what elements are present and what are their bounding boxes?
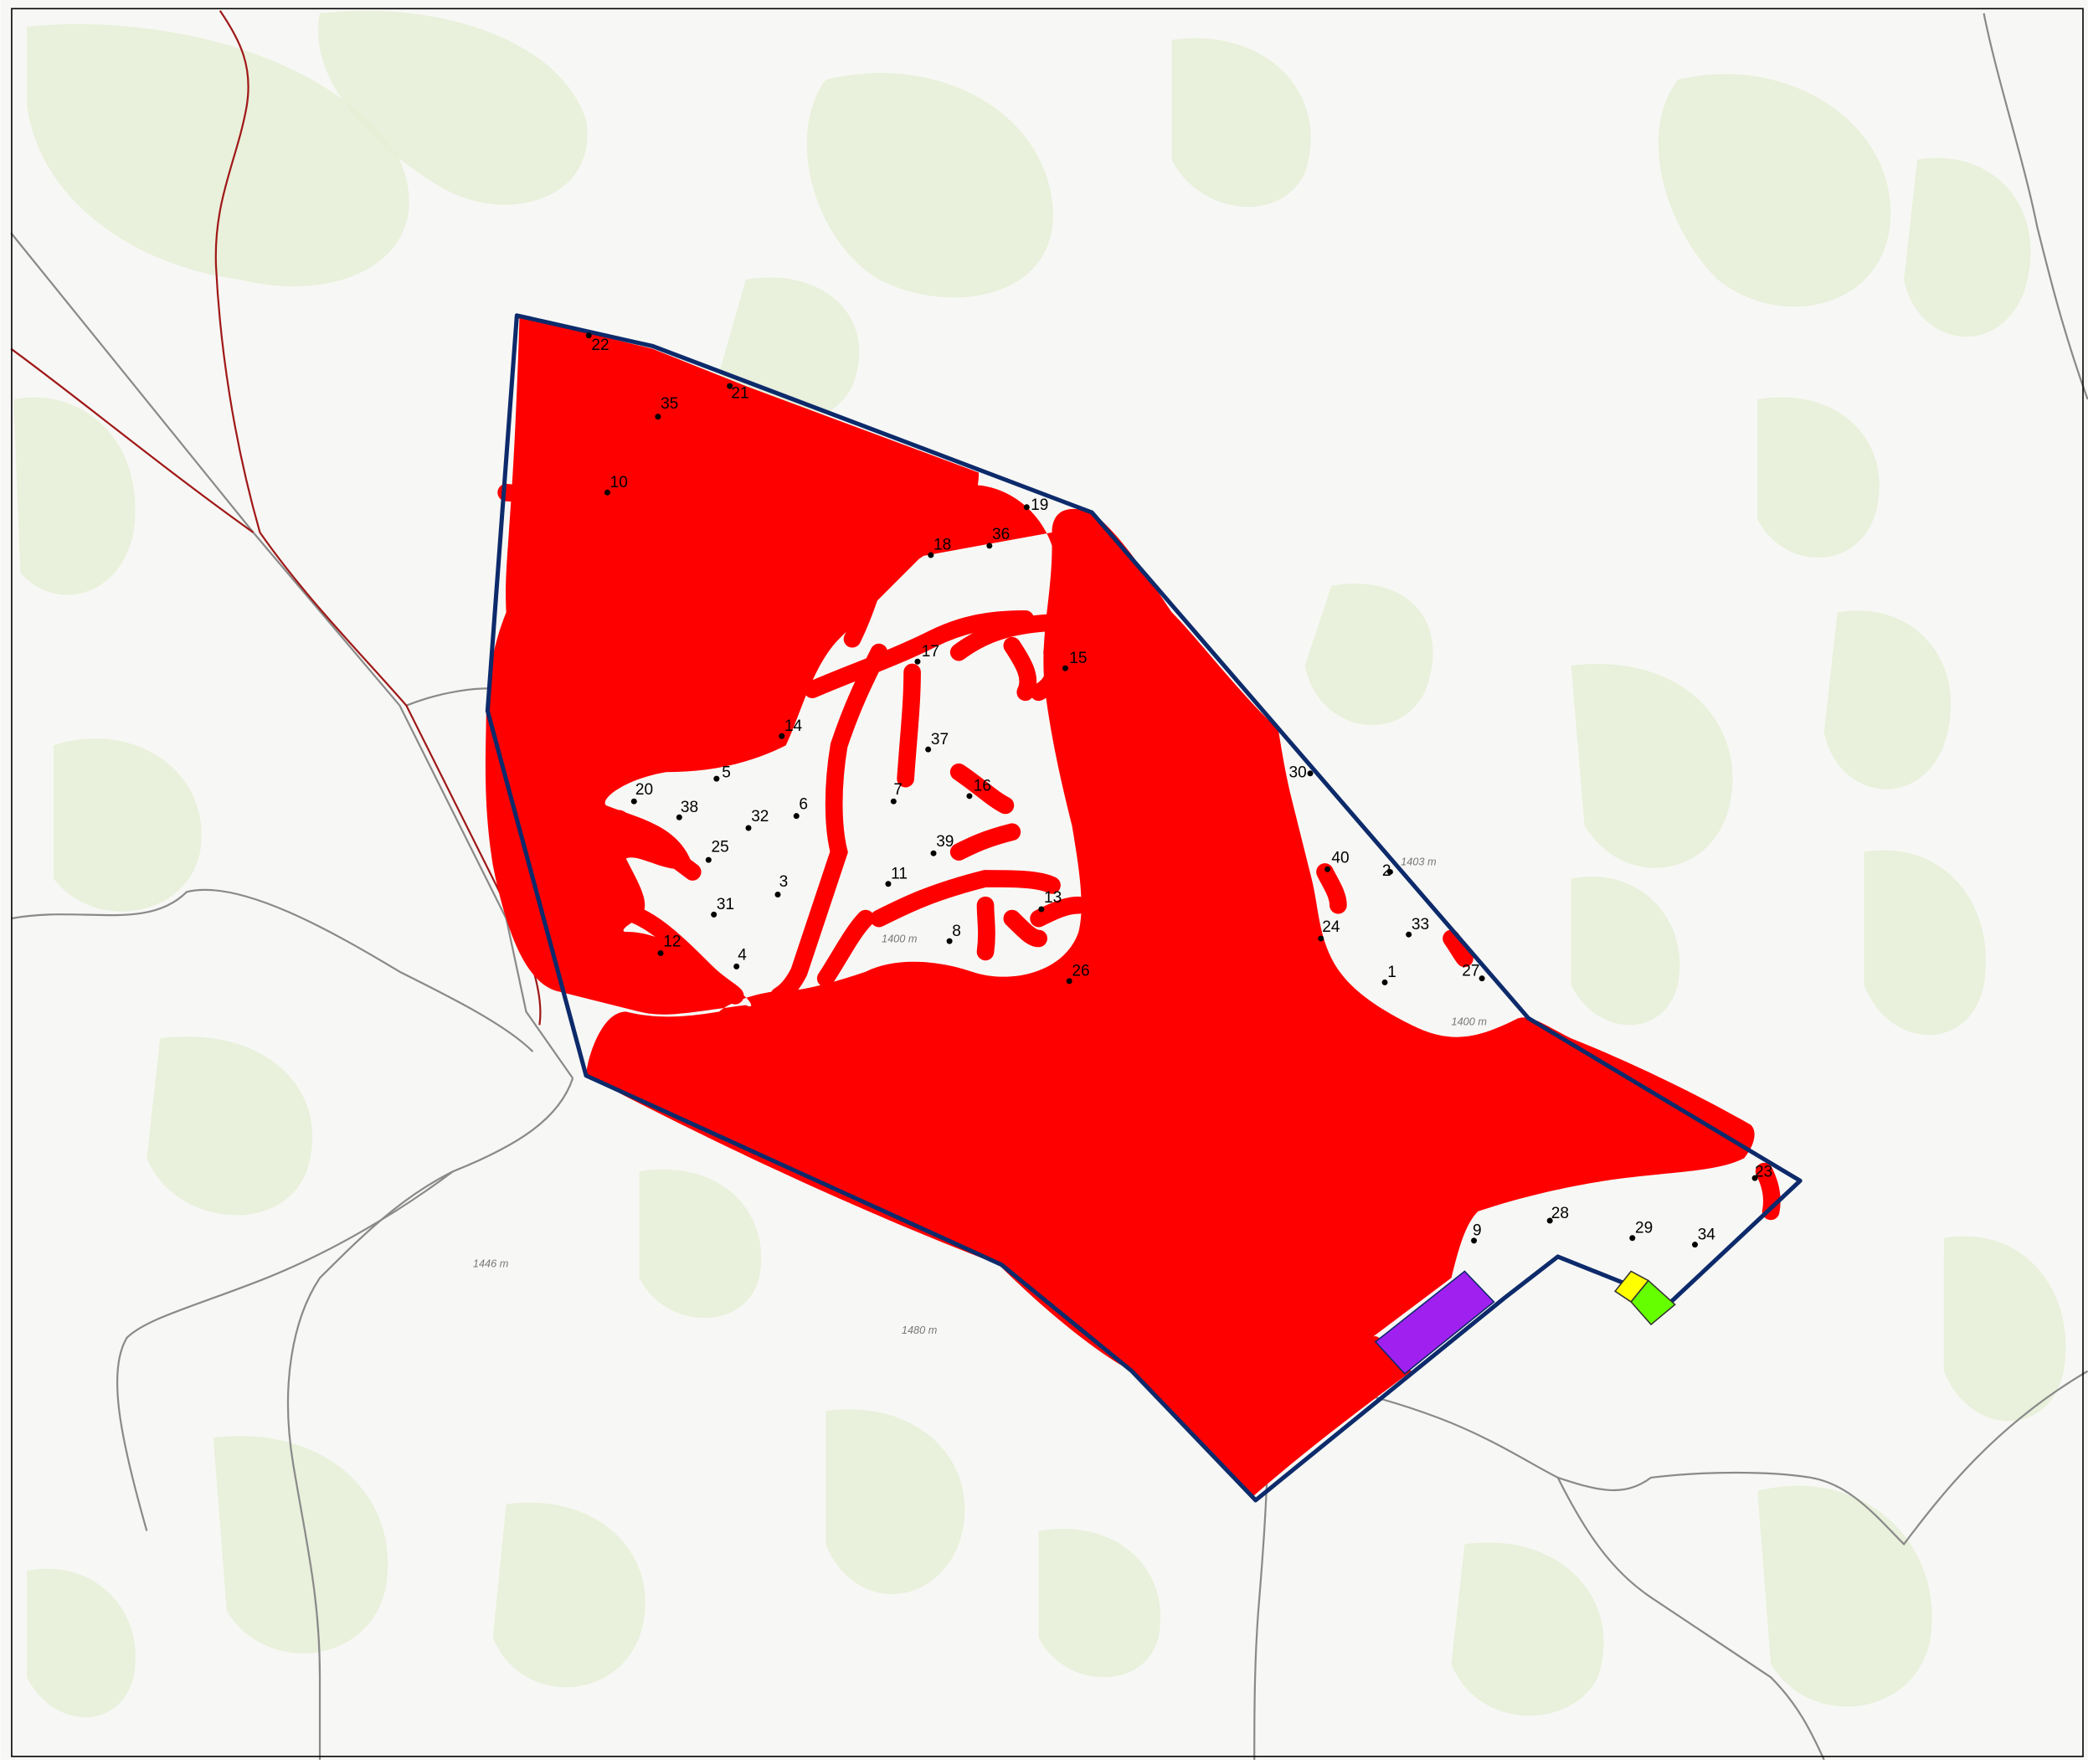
point-marker-36[interactable]	[986, 543, 993, 549]
point-label-27: 27	[1462, 962, 1479, 980]
point-label-11: 11	[891, 865, 908, 882]
point-marker-30[interactable]	[1307, 770, 1314, 777]
point-marker-34[interactable]	[1692, 1242, 1699, 1248]
map-border	[11, 8, 2084, 1757]
point-marker-37[interactable]	[925, 746, 932, 753]
point-label-38: 38	[681, 799, 698, 816]
point-label-12: 12	[663, 933, 681, 951]
point-marker-24[interactable]	[1318, 935, 1324, 942]
red-stream-branches	[497, 350, 1781, 1221]
elevation-label-e1400b: 1400 m	[1452, 1015, 1487, 1027]
point-marker-25[interactable]	[705, 856, 712, 863]
point-marker-5[interactable]	[713, 775, 720, 782]
point-label-8: 8	[952, 923, 961, 940]
point-marker-26[interactable]	[1066, 978, 1072, 985]
point-marker-11[interactable]	[885, 881, 892, 887]
point-marker-21[interactable]	[727, 383, 733, 389]
point-marker-12[interactable]	[657, 949, 664, 956]
point-label-37: 37	[931, 731, 949, 748]
point-marker-16[interactable]	[966, 793, 973, 800]
point-marker-40[interactable]	[1324, 866, 1331, 872]
point-label-7: 7	[893, 781, 903, 799]
point-marker-33[interactable]	[1406, 931, 1412, 938]
point-label-39: 39	[936, 833, 954, 851]
point-marker-2[interactable]	[1386, 868, 1393, 875]
point-marker-13[interactable]	[1038, 906, 1045, 913]
point-label-4: 4	[738, 946, 747, 964]
point-marker-38[interactable]	[676, 814, 682, 820]
point-marker-8[interactable]	[946, 938, 953, 944]
point-marker-3[interactable]	[774, 891, 781, 897]
point-marker-27[interactable]	[1479, 975, 1485, 982]
point-label-2: 2	[1382, 862, 1391, 880]
point-label-20: 20	[635, 781, 653, 799]
point-marker-18[interactable]	[928, 552, 934, 558]
point-label-14: 14	[784, 717, 803, 735]
survey-points: 1234567891011121314151617181920212223242…	[585, 332, 1772, 1248]
point-marker-19[interactable]	[1023, 504, 1030, 511]
elevation-label-e1403: 1403 m	[1401, 856, 1436, 868]
point-marker-4[interactable]	[733, 963, 740, 969]
point-label-17: 17	[922, 643, 939, 661]
point-label-35: 35	[661, 395, 678, 413]
point-label-33: 33	[1412, 916, 1429, 933]
point-label-19: 19	[1031, 496, 1048, 514]
point-label-23: 23	[1755, 1164, 1772, 1181]
point-label-9: 9	[1473, 1222, 1482, 1240]
red-exclusion-zone[interactable]	[485, 316, 1755, 1498]
elevation-labels: 1403 m 1400 m 1400 m 1446 m 1480 m	[473, 856, 1487, 1337]
point-label-1: 1	[1387, 964, 1396, 981]
point-marker-22[interactable]	[585, 332, 592, 339]
point-label-5: 5	[722, 764, 731, 782]
point-label-6: 6	[799, 796, 808, 814]
point-marker-20[interactable]	[630, 798, 637, 805]
point-marker-29[interactable]	[1629, 1235, 1636, 1242]
point-label-18: 18	[933, 537, 951, 554]
elevation-label-e1446: 1446 m	[473, 1257, 508, 1270]
point-marker-10[interactable]	[604, 489, 610, 496]
point-label-30: 30	[1289, 764, 1307, 782]
point-label-40: 40	[1331, 849, 1349, 867]
green-zone[interactable]	[1630, 1279, 1676, 1326]
point-marker-17[interactable]	[914, 658, 921, 665]
elevation-label-e1400a: 1400 m	[882, 933, 917, 945]
point-label-31: 31	[717, 896, 734, 913]
purple-zone[interactable]	[1374, 1270, 1495, 1375]
site-boundary[interactable]	[485, 313, 1803, 1503]
point-marker-23[interactable]	[1751, 1175, 1758, 1181]
point-label-15: 15	[1069, 650, 1087, 667]
elevation-label-e1480: 1480 m	[902, 1324, 937, 1336]
point-marker-32[interactable]	[745, 825, 752, 831]
point-label-21: 21	[731, 384, 748, 402]
point-label-24: 24	[1322, 918, 1340, 936]
point-marker-9[interactable]	[1471, 1237, 1478, 1244]
point-label-34: 34	[1698, 1226, 1716, 1243]
point-label-10: 10	[610, 474, 628, 491]
point-label-3: 3	[779, 873, 789, 891]
point-label-25: 25	[711, 839, 728, 856]
point-label-29: 29	[1635, 1219, 1653, 1237]
point-marker-31[interactable]	[711, 911, 717, 918]
point-marker-28[interactable]	[1546, 1217, 1553, 1224]
point-marker-15[interactable]	[1062, 665, 1068, 671]
point-label-28: 28	[1551, 1205, 1569, 1222]
point-label-22: 22	[591, 337, 609, 354]
point-label-26: 26	[1072, 962, 1089, 980]
point-label-32: 32	[751, 808, 769, 825]
point-label-13: 13	[1044, 889, 1062, 907]
point-label-16: 16	[974, 777, 991, 795]
point-marker-39[interactable]	[930, 850, 937, 856]
point-marker-1[interactable]	[1381, 979, 1388, 985]
point-marker-14[interactable]	[779, 733, 785, 739]
point-marker-35[interactable]	[655, 414, 661, 420]
point-marker-7[interactable]	[890, 798, 897, 805]
point-marker-6[interactable]	[793, 813, 800, 820]
point-label-36: 36	[992, 526, 1010, 543]
